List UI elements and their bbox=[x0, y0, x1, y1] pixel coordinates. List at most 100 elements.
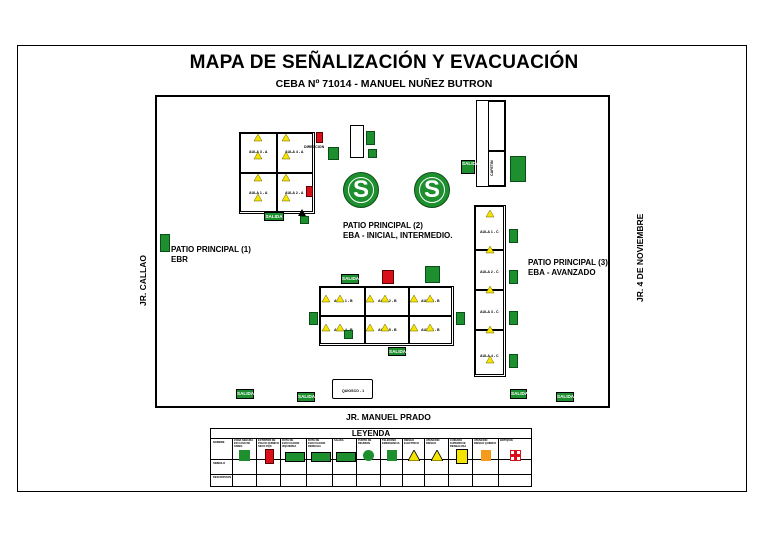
route-sign bbox=[509, 229, 518, 243]
legend-item-name: PUNTO DE REUNION bbox=[358, 439, 372, 445]
room-cell bbox=[320, 316, 365, 344]
room-label: AULA 4 - A bbox=[285, 150, 304, 154]
legend-item-name: ATENCION RIESGO QUIMICO bbox=[474, 439, 497, 445]
room-cell bbox=[277, 133, 313, 173]
room-cell bbox=[488, 101, 505, 151]
first-aid-icon bbox=[510, 450, 521, 461]
legend-item-name: ATENCION RIESGO bbox=[426, 439, 440, 445]
meeting-point-sign bbox=[510, 156, 526, 182]
legend-col: RUTA DE EVACUACION IZQUIERDA bbox=[281, 438, 307, 487]
legend-item-name: RUTA DE EVACUACION IZQUIERDA bbox=[282, 439, 300, 448]
legend-col: PUNTO DE REUNION bbox=[357, 438, 381, 487]
site-boundary bbox=[155, 95, 610, 408]
route-sign bbox=[160, 234, 170, 252]
route-left-icon bbox=[285, 452, 305, 462]
route-right-icon bbox=[311, 452, 331, 462]
legend-col: ATENCION RIESGO QUIMICO bbox=[473, 438, 499, 487]
patio-1-title: PATIO PRINCIPAL (1) bbox=[171, 245, 251, 254]
room-label: AULA 1 - A bbox=[249, 191, 268, 195]
legend-col: SALIDA bbox=[333, 438, 357, 487]
exit-sign: SALIDA bbox=[461, 160, 479, 174]
legend-divider bbox=[211, 474, 531, 475]
chemical-risk-icon bbox=[481, 450, 491, 461]
legend-title: LEYENDA bbox=[211, 429, 531, 439]
route-sign bbox=[509, 311, 518, 325]
legend-row-label: DESCRIPCION bbox=[213, 476, 232, 479]
electric-risk-icon bbox=[408, 450, 420, 461]
slippery-icon bbox=[456, 449, 468, 464]
kiosk-block: QUIOSCO - 1 bbox=[332, 379, 373, 399]
room-cell bbox=[488, 151, 505, 186]
legend-item-name: EXTINTOR DE POLVO QUIMICO SECO PQS bbox=[258, 439, 279, 448]
route-sign bbox=[509, 354, 518, 368]
legend-row-label: NOMBRE bbox=[213, 441, 225, 444]
legend-col: RUTA DE EVACUACION DERECHA bbox=[307, 438, 333, 487]
room-cell bbox=[365, 287, 409, 316]
room-label: AULA 2 - A bbox=[285, 191, 304, 195]
extinguisher-icon bbox=[316, 132, 323, 143]
room-label: AULA 1 - C bbox=[480, 230, 499, 234]
meeting-point-sign bbox=[425, 266, 440, 283]
map-title: MAPA DE SEÑALIZACIÓN Y EVACUACIÓN bbox=[189, 52, 579, 73]
room-label: AULA 2 - C bbox=[480, 270, 499, 274]
route-sign bbox=[368, 149, 377, 158]
exit-sign: SALIDA bbox=[236, 389, 254, 399]
meeting-point-icon bbox=[363, 450, 374, 461]
legend: LEYENDA NOMBRE SIMBOLO DESCRIPCION ZONA … bbox=[210, 428, 532, 487]
patio-1-label: PATIO PRINCIPAL (1) EBR bbox=[171, 245, 251, 265]
legend-col: RIESGO ELECTRICO bbox=[403, 438, 425, 487]
office-label: DIRECCION bbox=[304, 145, 325, 149]
room-cell bbox=[240, 133, 277, 173]
meeting-point-sign bbox=[328, 147, 339, 160]
legend-col: BOTIQUIN bbox=[499, 438, 532, 487]
exit-icon bbox=[336, 452, 356, 462]
extinguisher-icon bbox=[306, 186, 313, 197]
exit-sign: SALIDA bbox=[510, 389, 528, 399]
block-a: AULA 3 - A AULA 4 - A AULA 1 - A AULA 2 … bbox=[239, 132, 315, 214]
room-cell bbox=[240, 173, 277, 212]
block-b: AULA 1 - B AULA 2 - B AULA 3 - B AULA 4 … bbox=[319, 286, 454, 346]
extinguisher-icon bbox=[382, 270, 394, 284]
safe-zone-icon: S bbox=[343, 172, 379, 208]
legend-col: CUIDADO SUPERFICIE RESBALOSA bbox=[449, 438, 473, 487]
legend-item-name: TELEFONO EMERGENCIA bbox=[382, 439, 400, 445]
patio-1-subtitle: EBR bbox=[171, 255, 188, 264]
warning-icon bbox=[431, 450, 443, 461]
route-sign bbox=[456, 312, 465, 325]
route-sign bbox=[366, 131, 375, 145]
kiosk-label: QUIOSCO - 1 bbox=[342, 389, 365, 393]
legend-col: ZONA SEGURA EN CASO DE SISMO bbox=[233, 438, 257, 487]
safe-zone-icon bbox=[239, 450, 250, 461]
patio-3-subtitle: EBA - AVANZADO bbox=[528, 268, 596, 277]
route-sign bbox=[344, 330, 353, 339]
room-cell bbox=[409, 287, 452, 316]
exit-sign: SALIDA bbox=[388, 347, 407, 356]
room-cell bbox=[320, 287, 365, 316]
room-label: AULA 3 - C bbox=[480, 310, 499, 314]
legend-item-name: CUIDADO SUPERFICIE RESBALOSA bbox=[450, 439, 467, 448]
map-frame bbox=[17, 45, 747, 492]
legend-item-name: ZONA SEGURA EN CASO DE SISMO bbox=[234, 439, 253, 448]
route-sign bbox=[309, 312, 318, 325]
legend-item-name: RIESGO ELECTRICO bbox=[404, 439, 419, 445]
phone-icon bbox=[387, 450, 397, 461]
legend-col: EXTINTOR DE POLVO QUIMICO SECO PQS bbox=[257, 438, 281, 487]
legend-col: TELEFONO EMERGENCIA bbox=[381, 438, 403, 487]
route-sign bbox=[300, 216, 309, 224]
legend-header-col: NOMBRE SIMBOLO DESCRIPCION bbox=[211, 438, 233, 487]
patio-3-title: PATIO PRINCIPAL (3) bbox=[528, 258, 608, 267]
exit-sign: SALIDA bbox=[341, 274, 359, 284]
legend-item-name: BOTIQUIN bbox=[500, 439, 513, 442]
patio-2-label: PATIO PRINCIPAL (2) EBA - INICIAL, INTER… bbox=[343, 221, 452, 241]
legend-item-name: RUTA DE EVACUACION DERECHA bbox=[308, 439, 326, 448]
exit-sign: SALIDA bbox=[556, 392, 574, 402]
patio-3-label: PATIO PRINCIPAL (3) EBA - AVANZADO bbox=[528, 258, 608, 278]
legend-item-name: SALIDA bbox=[334, 439, 344, 442]
room-label: AULA 4 - C bbox=[480, 354, 499, 358]
map-subtitle: CEBA Nº 71014 - MANUEL NUÑEZ BUTRON bbox=[275, 78, 493, 90]
office-block bbox=[350, 125, 364, 158]
patio-2-subtitle: EBA - INICIAL, INTERMEDIO. bbox=[343, 231, 453, 240]
safe-zone-icon: S bbox=[414, 172, 450, 208]
cafe-block bbox=[476, 100, 506, 187]
